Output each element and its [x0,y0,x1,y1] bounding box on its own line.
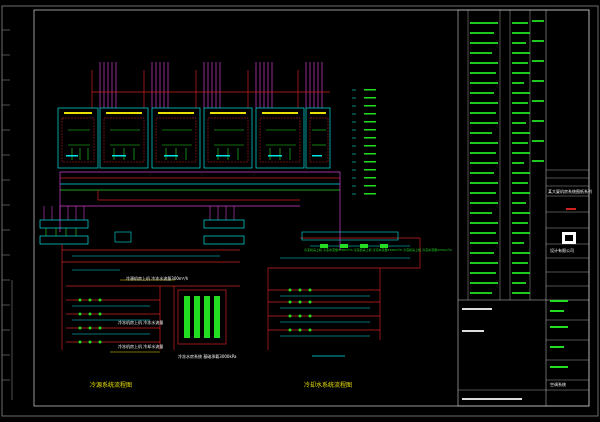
cold-source-system [61,231,240,353]
left-note-2: 冷冻机房上机 冷冻水流量 [118,320,164,325]
right-diagram-title: 冷却水系统流程图 [304,382,353,389]
sheet-outer-border [1,5,599,417]
project-label: 某大厦机房系统图纸系列 [548,189,592,194]
title-block [457,9,590,407]
manifold-left [39,206,89,245]
left-note-4: 冷冻水房系统 基础承载3000kPa [178,354,237,359]
right-header-note: 冷冻机房上机 冷冻水流量4700m³/h 冷冻机房上机 冷冻水流量4700m³/… [304,248,452,252]
chiller-units [57,62,331,169]
company-label: 设计有限公司 [550,248,574,253]
symbol-legend [352,89,376,195]
left-note-3: 冷冻机房上机 冷却水流量 [118,344,164,349]
sheet-label: 空调系统 [550,382,566,387]
left-ruler [2,29,13,400]
main-headers [59,171,341,250]
left-note-1: 冷源机房上机 冷冻水流量300m³/h [126,276,189,281]
manifold-right [203,206,245,245]
cooling-water-system [267,231,421,357]
left-diagram-title: 冷源系统流程图 [90,382,133,389]
